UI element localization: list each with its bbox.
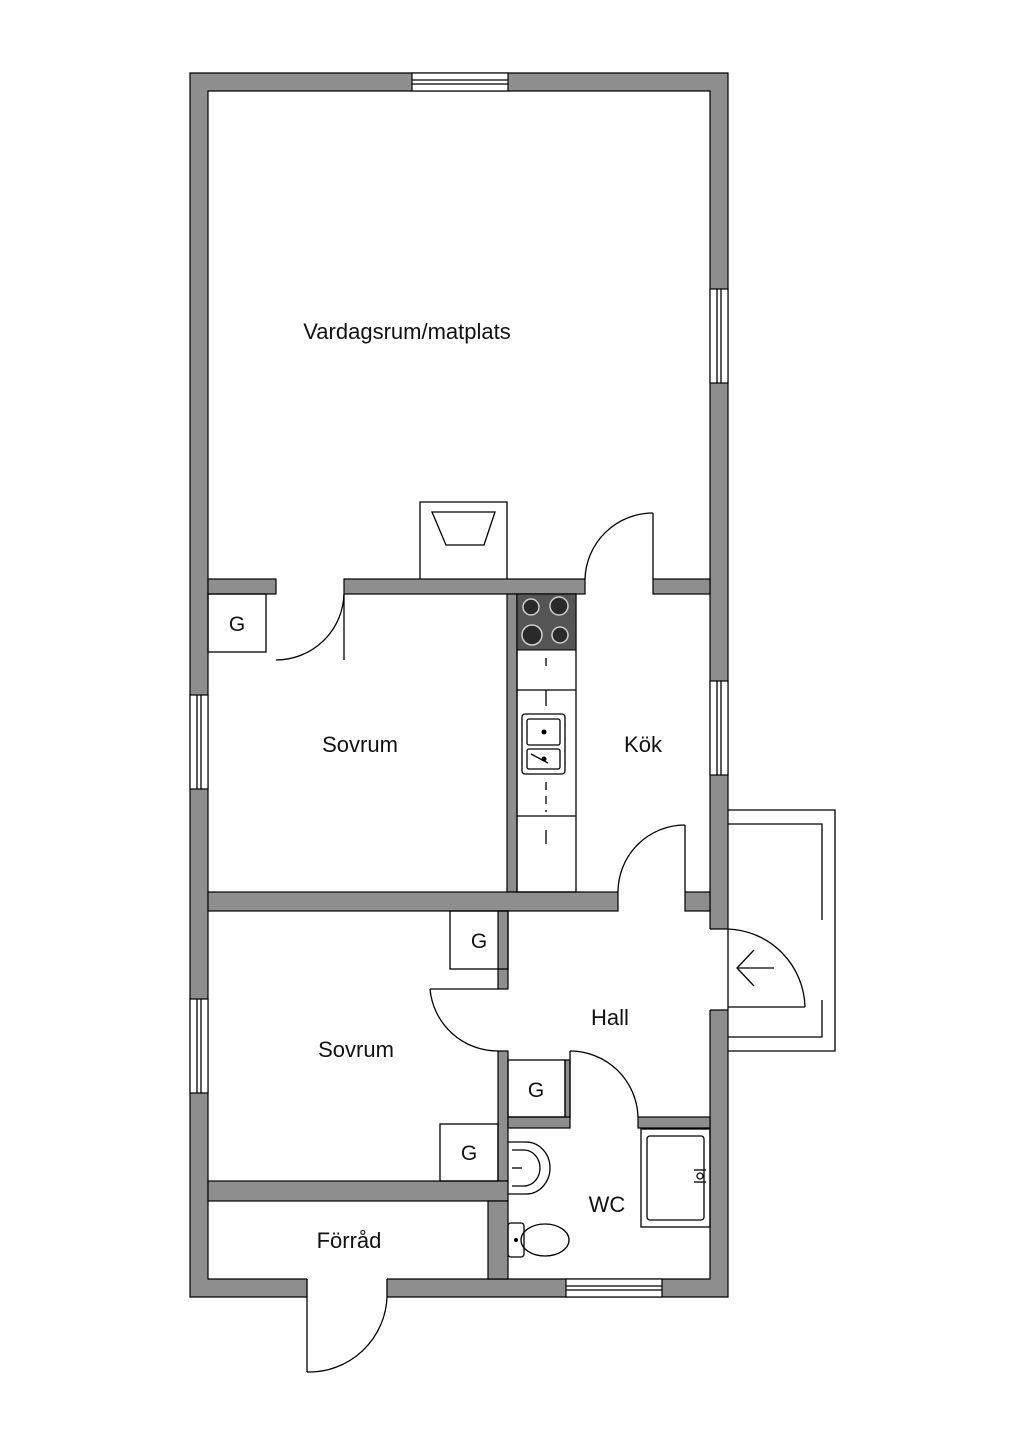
wardrobe-hall-top: G <box>449 910 509 970</box>
outer-walls <box>189 72 729 1298</box>
toilet-icon <box>507 1222 570 1258</box>
window-kitchen-east <box>709 680 729 776</box>
entrance-porch <box>727 809 836 1052</box>
washbasin-icon <box>508 1141 551 1195</box>
window-living-east <box>709 288 729 384</box>
wall-bedroom-kitchen <box>506 593 518 893</box>
windows <box>189 72 729 1298</box>
entrance-door <box>727 928 806 1010</box>
exterior-wall <box>189 72 729 1298</box>
door-kitchen <box>584 512 654 580</box>
wardrobe-label: G <box>461 1142 477 1165</box>
window-wc-south <box>565 1278 663 1298</box>
wall-living-south-left <box>207 578 277 595</box>
wardrobe-label: G <box>229 613 245 636</box>
window-living-north <box>411 72 509 92</box>
room-label-bedroom-1: Sovrum <box>322 732 398 757</box>
interior-walls <box>207 578 711 1280</box>
room-label-bedroom-2: Sovrum <box>318 1037 394 1062</box>
room-labels: Vardagsrum/matplats Sovrum Kök Hall Sovr… <box>303 319 663 1253</box>
window-bedroom1-west <box>189 694 209 790</box>
wall-bedroom2-hall-bottom <box>497 1050 509 1182</box>
entrance-arrow-icon <box>736 949 774 987</box>
wall-living-south-right <box>652 578 711 595</box>
room-label-hall: Hall <box>591 1005 629 1030</box>
door-storage <box>306 1296 388 1373</box>
wardrobe-label: G <box>528 1079 544 1102</box>
shower-icon <box>640 1128 711 1228</box>
room-label-living: Vardagsrum/matplats <box>303 319 510 344</box>
door-kitchen-hall <box>617 824 686 893</box>
wall-wc-north-right <box>637 1116 711 1129</box>
storage-door-opening <box>307 1276 387 1300</box>
wall-bedroom2-hall-top <box>497 910 509 990</box>
door-bedroom1 <box>275 593 345 661</box>
window-bedroom2-west <box>189 998 209 1094</box>
wall-kitchen-south-right <box>684 891 711 912</box>
openings <box>306 928 731 1300</box>
doors <box>275 512 686 1373</box>
stove-icon <box>516 593 577 651</box>
room-label-storage: Förråd <box>317 1228 382 1253</box>
wall-bedroom1-south <box>207 891 619 912</box>
entrance-opening <box>707 929 731 1010</box>
wall-wc-north-left <box>507 1116 571 1129</box>
wall-storage-wc <box>487 1200 509 1280</box>
wardrobe-bedroom2: G <box>439 1123 499 1182</box>
door-wc <box>569 1050 639 1118</box>
fireplace-icon <box>419 501 508 579</box>
wall-bedroom2-south <box>207 1180 509 1202</box>
wardrobe-bedroom1: G <box>207 593 267 653</box>
wardrobe-hall-bottom: G <box>507 1059 566 1118</box>
kitchen-sink-icon <box>521 713 566 775</box>
door-bedroom2 <box>429 988 499 1052</box>
wardrobe-label: G <box>471 930 487 953</box>
wall-living-south-mid <box>343 578 586 595</box>
room-label-kitchen: Kök <box>624 732 663 757</box>
wall-hall-wardrobe <box>564 1059 571 1118</box>
room-label-wc: WC <box>589 1192 626 1217</box>
